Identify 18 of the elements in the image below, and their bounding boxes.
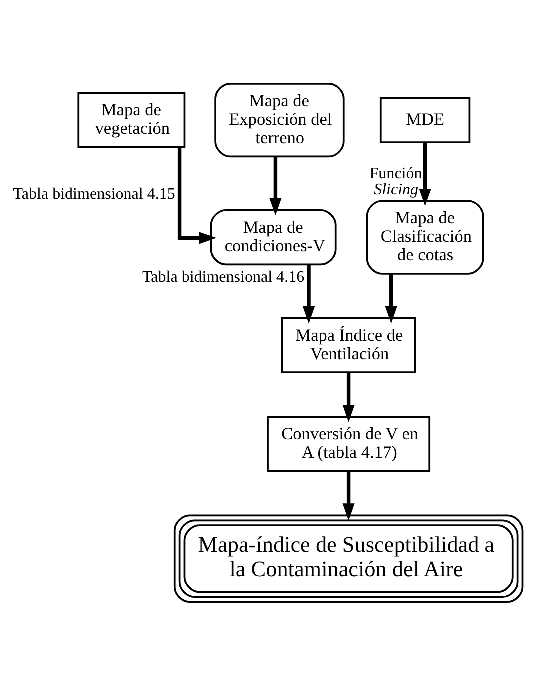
node-box: Conversión de V en A (tabla 4.17) [267, 416, 431, 472]
node-box: Mapa-índice de Susceptibilidad a la Contaminación del Aire [174, 514, 524, 603]
edge-label: Tabla bidimensional 4.16 [142, 269, 305, 286]
edge-label: Función Slicing [370, 165, 422, 199]
node-box: Mapa de condiciones-V [210, 209, 337, 266]
arrow [178, 148, 217, 244]
node-box: MDE [380, 97, 471, 144]
node-box: Mapa de Exposición del terreno [214, 83, 345, 158]
arrow [270, 156, 282, 216]
node-box: Mapa de Clasificación de cotas [366, 200, 484, 275]
arrow [302, 264, 316, 324]
node-box: Mapa de vegetación [78, 92, 186, 148]
edge-label: Tabla bidimensional 4.15 [13, 186, 176, 204]
arrow [342, 471, 355, 521]
arrow [419, 142, 432, 206]
arrow [342, 372, 355, 422]
node-box: Mapa Índice de Ventilación [281, 317, 416, 374]
arrow [385, 274, 398, 324]
